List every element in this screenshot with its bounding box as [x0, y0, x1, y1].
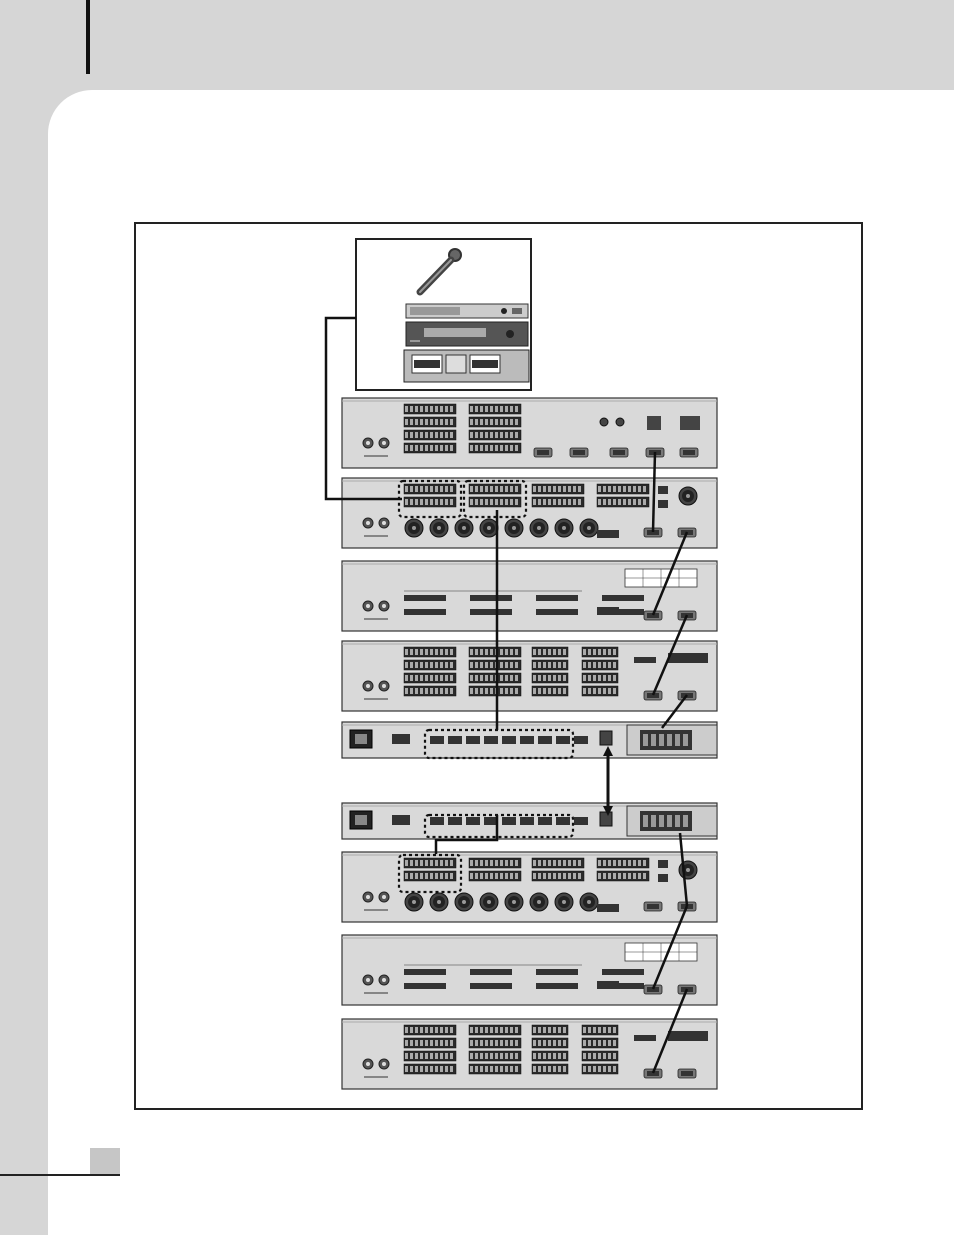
- rack-unit-1-input-card-unit: [342, 398, 717, 468]
- rack-processor-icon: [406, 304, 528, 318]
- rack-unit-2-io-xlr-unit: [342, 478, 717, 548]
- footer-rule: [0, 1174, 120, 1176]
- page-number-box: [90, 1148, 120, 1174]
- cassette-deck-icon: [404, 350, 529, 382]
- rack-unit-7-io-xlr-unit: [342, 852, 717, 922]
- rack-unit-5-power-link-unit: [342, 722, 717, 758]
- system-connection-diagram: [134, 222, 863, 1110]
- rack-unit-6-power-link-unit: [342, 803, 717, 839]
- cd-player-icon: [406, 322, 528, 346]
- source-equipment-group: [356, 239, 531, 390]
- header-rule: [86, 0, 90, 74]
